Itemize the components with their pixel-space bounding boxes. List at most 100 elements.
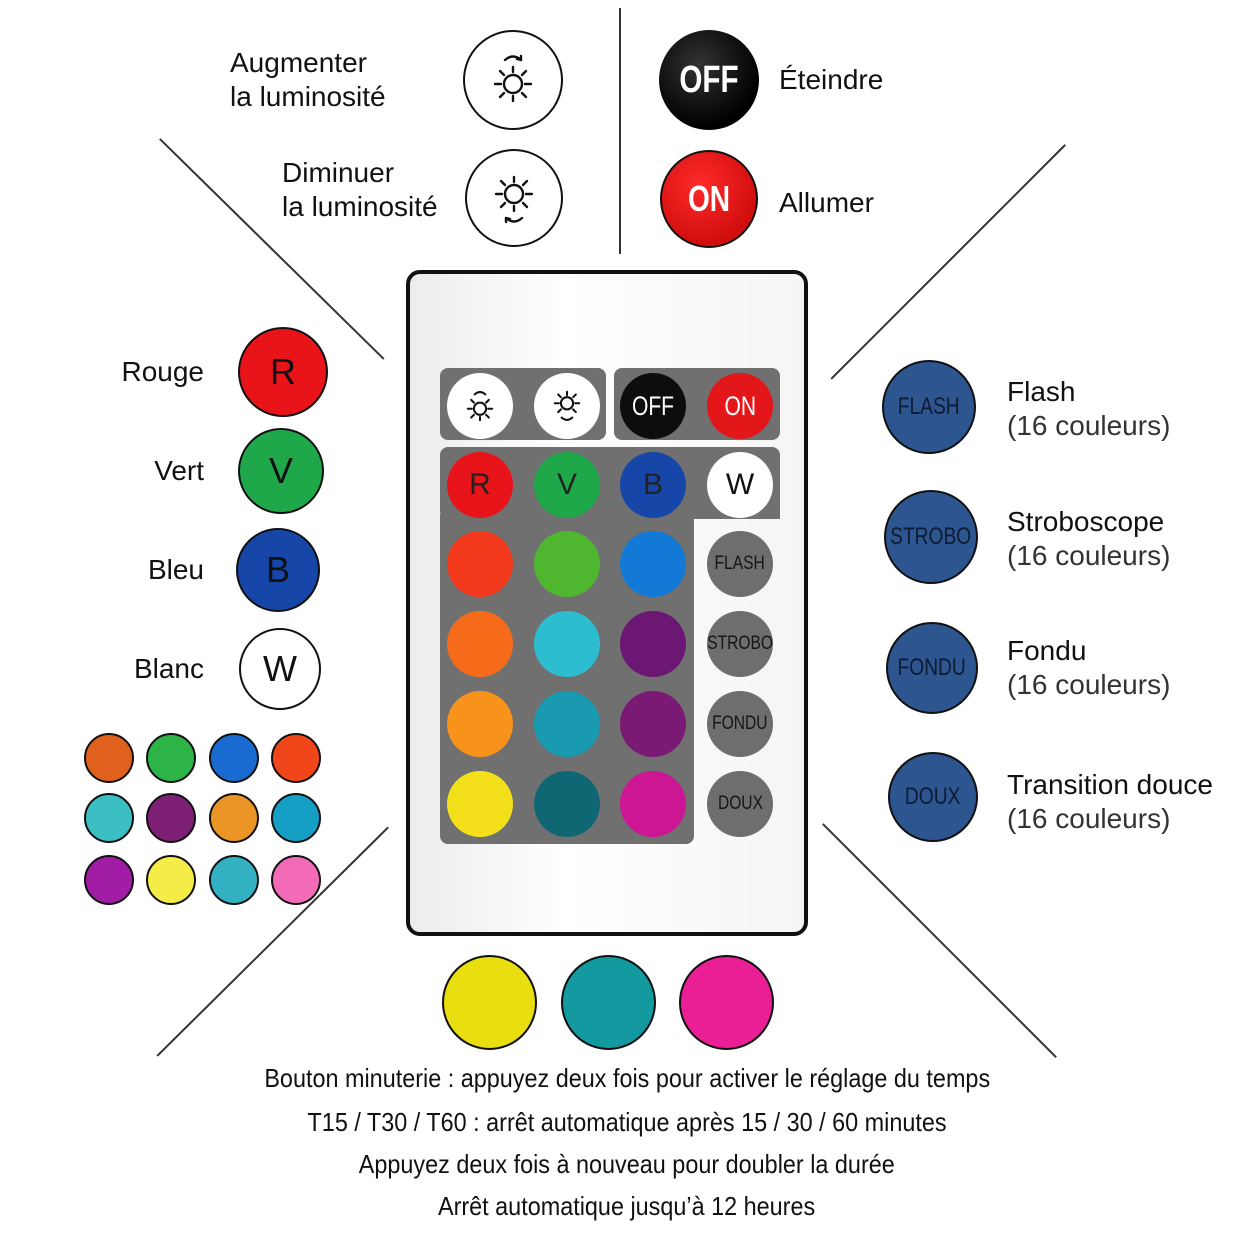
remote-color-button-w[interactable]: W (707, 452, 773, 518)
mode-button-strobo[interactable]: STROBO (884, 490, 978, 584)
on-button[interactable]: ON (660, 150, 758, 248)
guide-line-bottom-left (156, 826, 389, 1057)
remote-mode-label: DOUX (717, 793, 763, 814)
brightness-down-icon (553, 390, 581, 421)
basic-color-label: Vert (154, 455, 204, 486)
remote-color-button[interactable] (620, 611, 686, 677)
remote-control: OFF ON R V B W FLASH STROBO FONDU DOUX (406, 270, 808, 936)
remote-mode-button-flash[interactable]: FLASH (707, 531, 773, 597)
palette-swatch (271, 793, 321, 843)
palette-swatch (209, 733, 259, 783)
remote-off-button[interactable]: OFF (620, 373, 686, 439)
increase-brightness-button[interactable] (463, 30, 563, 130)
basic-color-letter: V (268, 450, 293, 491)
basic-color-button-v[interactable]: V (238, 428, 324, 514)
mode-button-doux[interactable]: DOUX (888, 752, 978, 842)
mode-button-label: FLASH (898, 393, 960, 420)
remote-color-button[interactable] (447, 611, 513, 677)
basic-color-letter: W (263, 648, 297, 689)
mode-title: Flash (1007, 376, 1076, 407)
timer-text-line-1: Bouton minuterie : appuyez deux fois pou… (264, 1063, 990, 1093)
remote-on-button[interactable]: ON (707, 373, 773, 439)
brightness-up-icon (466, 391, 494, 422)
guide-line-top-right (830, 144, 1066, 380)
remote-brightness-down-button[interactable] (534, 373, 600, 439)
remote-mode-button-fondu[interactable]: FONDU (707, 691, 773, 757)
mode-subtitle: (16 couleurs) (1007, 803, 1171, 834)
decrease-brightness-button[interactable] (465, 149, 563, 247)
mode-button-label: DOUX (905, 783, 961, 810)
palette-swatch (146, 733, 196, 783)
remote-color-letter: V (556, 468, 577, 501)
remote-mode-button-strobo[interactable]: STROBO (707, 611, 773, 677)
mode-subtitle: (16 couleurs) (1007, 410, 1171, 441)
remote-mode-label: FLASH (714, 553, 766, 574)
timer-text-line-2: T15 / T30 / T60 : arrêt automatique aprè… (307, 1107, 947, 1137)
brightness-down-icon (494, 175, 534, 224)
remote-color-button-b[interactable]: B (620, 452, 686, 518)
off-button[interactable]: OFF (659, 30, 759, 130)
mode-subtitle: (16 couleurs) (1007, 540, 1171, 571)
guide-line-bottom-right (822, 823, 1057, 1058)
remote-color-button[interactable] (447, 531, 513, 597)
basic-color-button-r[interactable]: R (238, 327, 328, 417)
remote-color-button-r[interactable]: R (447, 452, 513, 518)
on-label: Allumer (779, 187, 874, 218)
timer-button[interactable] (442, 955, 537, 1050)
remote-color-button[interactable] (534, 531, 600, 597)
remote-color-button[interactable] (620, 691, 686, 757)
increase-brightness-label: Augmenter la luminosité (230, 47, 386, 112)
remote-color-letter: R (469, 468, 491, 501)
basic-color-button-b[interactable]: B (236, 528, 320, 612)
mode-description: Flash(16 couleurs) (1007, 375, 1170, 443)
mode-description: Fondu(16 couleurs) (1007, 634, 1170, 702)
basic-color-label: Bleu (147, 554, 204, 585)
timer-text-line-4: Arrêt automatique jusqu’à 12 heures (438, 1191, 816, 1221)
basic-color-letter: R (270, 351, 296, 392)
basic-color-label: Rouge (121, 356, 204, 387)
remote-color-button[interactable] (534, 691, 600, 757)
palette-swatch (146, 793, 196, 843)
remote-color-letter: B (642, 468, 663, 501)
remote-color-button[interactable] (447, 771, 513, 837)
palette-swatch (84, 733, 134, 783)
off-label: Éteindre (779, 64, 884, 95)
palette-swatch (271, 855, 321, 905)
center-divider (619, 8, 621, 254)
remote-color-button[interactable] (620, 771, 686, 837)
palette-swatch (209, 793, 259, 843)
remote-mode-button-doux[interactable]: DOUX (707, 771, 773, 837)
palette-swatch (84, 855, 134, 905)
remote-mode-label: STROBO (707, 633, 773, 654)
remote-color-button-v[interactable]: V (534, 452, 600, 518)
remote-mode-label: FONDU (712, 713, 768, 734)
mode-button-flash[interactable]: FLASH (882, 360, 976, 454)
mode-title: Fondu (1007, 635, 1087, 666)
timer-button[interactable] (561, 955, 656, 1050)
remote-color-letter: W (725, 468, 755, 501)
mode-title: Stroboscope (1007, 506, 1165, 537)
mode-title: Transition douce (1007, 769, 1213, 800)
mode-button-fondu[interactable]: FONDU (886, 622, 978, 714)
remote-color-button[interactable] (447, 691, 513, 757)
mode-description: Transition douce(16 couleurs) (1007, 768, 1213, 836)
timer-button[interactable] (679, 955, 774, 1050)
timer-text-line-3: Appuyez deux fois à nouveau pour doubler… (358, 1149, 895, 1179)
mode-button-label: FONDU (897, 654, 967, 681)
mode-subtitle: (16 couleurs) (1007, 669, 1171, 700)
mode-button-label: STROBO (890, 523, 972, 550)
remote-color-button[interactable] (534, 771, 600, 837)
basic-color-label: Blanc (133, 653, 204, 684)
palette-swatch (84, 793, 134, 843)
palette-swatch (271, 733, 321, 783)
brightness-up-icon (493, 54, 533, 103)
decrease-brightness-label: Diminuer la luminosité (282, 157, 438, 222)
palette-swatch (209, 855, 259, 905)
basic-color-button-w[interactable]: W (239, 628, 321, 710)
mode-description: Stroboscope(16 couleurs) (1007, 505, 1170, 573)
palette-swatch (146, 855, 196, 905)
remote-brightness-up-button[interactable] (447, 373, 513, 439)
remote-color-button[interactable] (620, 531, 686, 597)
remote-color-button[interactable] (534, 611, 600, 677)
basic-color-letter: B (265, 549, 290, 590)
